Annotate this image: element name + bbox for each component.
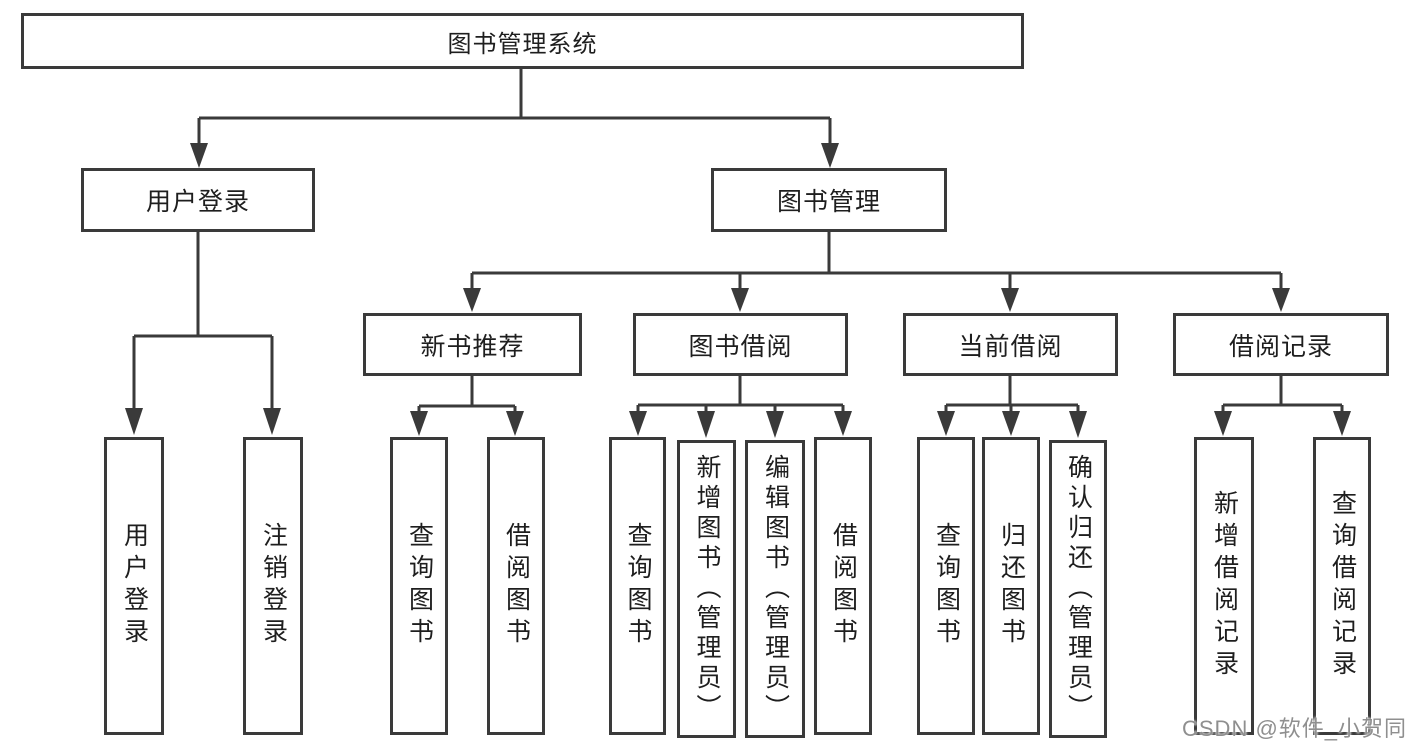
node-label: 查询借阅记录 — [1328, 490, 1357, 682]
node-label: 图书管理 — [776, 188, 881, 216]
connector-root-to-level2 — [190, 69, 839, 168]
connector-new-book-rec-children — [410, 376, 524, 436]
leaf-return-book: 归还图书 — [982, 437, 1040, 735]
node-label: 新增借阅记录 — [1210, 490, 1239, 682]
leaf-add-borrow-record: 新增借阅记录 — [1194, 437, 1254, 735]
leaf-confirm-return-admin: 确认归还（管理员） — [1049, 440, 1107, 738]
node-label: 借阅图书 — [829, 522, 858, 650]
leaf-borrow-books-rec: 借阅图书 — [487, 437, 545, 735]
node-label: 编辑图书（管理员） — [761, 454, 790, 724]
node-new-book-recommendation: 新书推荐 — [363, 313, 582, 376]
node-borrowing-records: 借阅记录 — [1173, 313, 1389, 376]
leaf-query-books-rec: 查询图书 — [390, 437, 448, 735]
node-book-borrowing: 图书借阅 — [633, 313, 848, 376]
node-label: 查询图书 — [624, 522, 652, 650]
node-label: 查询图书 — [932, 522, 961, 650]
connector-user-login-children — [125, 232, 281, 435]
node-label: 图书借阅 — [688, 332, 793, 361]
node-label: 用户登录 — [120, 522, 149, 650]
leaf-edit-book-admin: 编辑图书（管理员） — [745, 440, 805, 738]
leaf-query-borrow-record: 查询借阅记录 — [1313, 437, 1371, 735]
leaf-query-books-current: 查询图书 — [917, 437, 975, 735]
node-label: 归还图书 — [997, 522, 1026, 650]
connector-current-borrow-children — [937, 376, 1087, 438]
node-label: 确认归还（管理员） — [1064, 454, 1093, 724]
node-label: 图书管理系统 — [447, 30, 598, 58]
connector-book-mgmt-children — [463, 232, 1290, 312]
node-library-management-system: 图书管理系统 — [21, 13, 1024, 69]
leaf-user-login: 用户登录 — [104, 437, 164, 735]
node-current-borrowing: 当前借阅 — [903, 313, 1118, 376]
node-label: 注销登录 — [259, 522, 288, 650]
node-label: 借阅记录 — [1228, 332, 1333, 361]
csdn-watermark: CSDN @软件_小贺同学 — [1182, 716, 1405, 741]
node-label: 查询图书 — [405, 522, 434, 650]
node-user-login: 用户登录 — [81, 168, 315, 232]
leaf-query-books-borrow: 查询图书 — [609, 437, 666, 735]
node-label: 当前借阅 — [958, 332, 1063, 361]
node-label: 用户登录 — [145, 188, 250, 216]
node-label: 新书推荐 — [420, 332, 525, 361]
connector-book-borrow-children — [629, 376, 852, 438]
leaf-logout: 注销登录 — [243, 437, 303, 735]
leaf-add-book-admin: 新增图书（管理员） — [677, 440, 736, 738]
node-book-management: 图书管理 — [711, 168, 947, 232]
node-label: 借阅图书 — [502, 522, 531, 650]
connector-borrow-record-children — [1214, 376, 1351, 436]
leaf-borrow-books: 借阅图书 — [814, 437, 872, 735]
node-label: 新增图书（管理员） — [693, 454, 721, 724]
